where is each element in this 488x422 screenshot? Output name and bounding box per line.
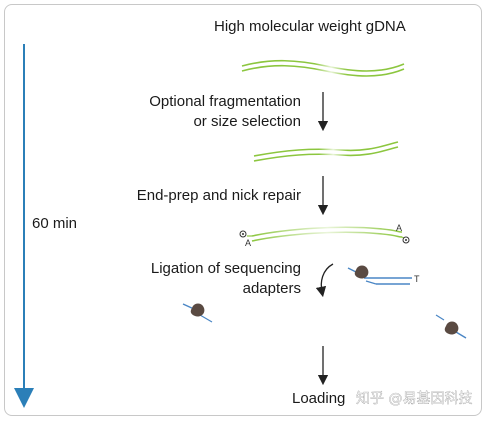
diagram-frame	[4, 4, 482, 416]
step-ligation-label-2: adapters	[243, 280, 301, 297]
gdna-fragment-strand	[253, 141, 399, 162]
step-arrow-3	[315, 263, 334, 298]
t-overhang-label: T	[414, 274, 420, 284]
gdna-long-strand	[241, 59, 405, 77]
motor-protein-left-icon	[190, 303, 205, 317]
sequencing-adapter	[347, 265, 412, 285]
step-fragment-label-1: Optional fragmentation	[149, 93, 301, 110]
phosphate-right-icon	[402, 236, 410, 244]
phosphate-left-icon	[239, 230, 247, 238]
step-fragment-label-2: or size selection	[193, 113, 301, 130]
step-ligation-label-1: Ligation of sequencing	[151, 260, 301, 277]
adapted-library	[182, 303, 467, 339]
a-tail-left-label: A	[245, 238, 251, 248]
a-tail-right-label: A	[396, 223, 402, 233]
motor-protein-icon	[354, 265, 369, 279]
step-loading-label: Loading	[292, 390, 345, 407]
timeline-label: 60 min	[32, 215, 77, 232]
motor-protein-right-icon	[444, 321, 459, 335]
step-input-label: High molecular weight gDNA	[214, 18, 406, 35]
step-endprep-label: End-prep and nick repair	[137, 187, 301, 204]
watermark-text: 知乎 @易基因科技	[356, 390, 472, 407]
endprep-strand	[247, 226, 405, 242]
